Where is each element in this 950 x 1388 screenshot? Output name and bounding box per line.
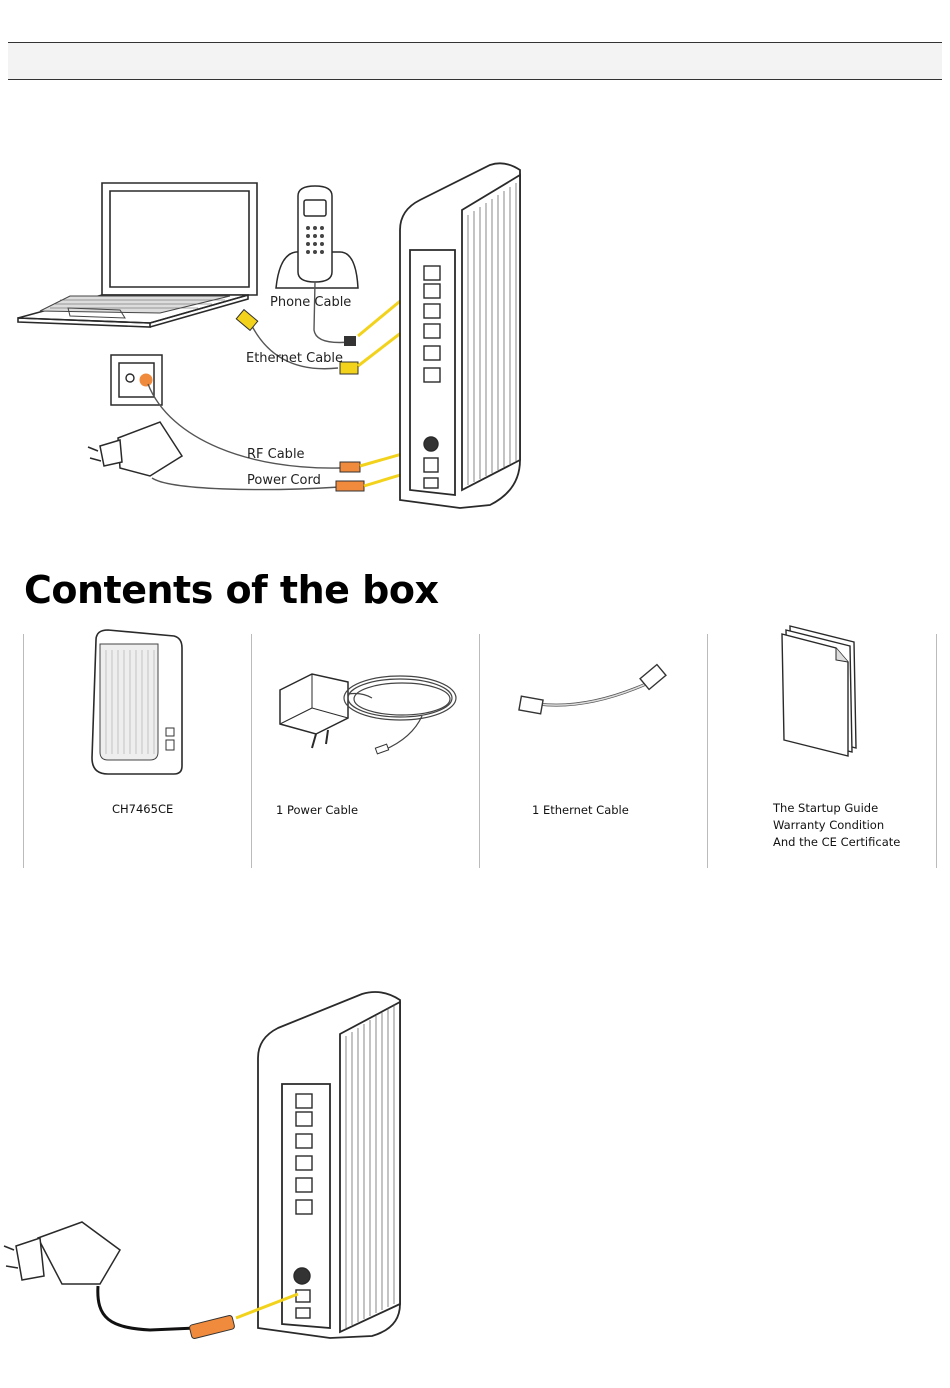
rf-cable-label: RF Cable bbox=[247, 447, 305, 462]
item-caption-power-cable: 1 Power Cable bbox=[276, 802, 358, 819]
cell-divider bbox=[936, 634, 937, 868]
laptop-illustration bbox=[18, 183, 257, 327]
caption-line: Warranty Condition bbox=[773, 817, 900, 834]
modem-item-icon bbox=[86, 628, 186, 778]
caption-line: And the CE Certificate bbox=[773, 834, 900, 851]
cell-divider bbox=[23, 634, 24, 868]
documents-item-icon bbox=[778, 620, 868, 755]
ethernet-cable-label: Ethernet Cable bbox=[246, 351, 343, 366]
ethernet-cable-item-icon bbox=[516, 660, 676, 720]
caption-line: The Startup Guide bbox=[773, 800, 900, 817]
cell-divider bbox=[707, 634, 708, 868]
power-cable-item-icon bbox=[272, 668, 462, 768]
adapter-illustration-bottom bbox=[4, 1222, 120, 1284]
item-caption-modem: CH7465CE bbox=[112, 801, 173, 818]
power-connection-diagram bbox=[0, 988, 950, 1388]
modem-illustration-bottom bbox=[258, 992, 400, 1338]
rf-socket-connector-icon bbox=[140, 374, 152, 386]
connectors bbox=[236, 310, 364, 491]
item-caption-documents: The Startup Guide Warranty Condition And… bbox=[773, 800, 900, 851]
phone-illustration bbox=[276, 186, 358, 288]
connection-diagram bbox=[0, 0, 950, 530]
socket-port-icon bbox=[126, 374, 134, 382]
cell-divider bbox=[251, 634, 252, 868]
power-cord-label: Power Cord bbox=[247, 473, 321, 488]
item-caption-ethernet-cable: 1 Ethernet Cable bbox=[532, 802, 629, 819]
phone-cable-label: Phone Cable bbox=[270, 295, 351, 310]
contents-title: Contents of the box bbox=[24, 568, 438, 612]
cell-divider bbox=[479, 634, 480, 868]
modem-illustration-top bbox=[400, 163, 520, 508]
power-adapter-illustration bbox=[88, 422, 182, 476]
